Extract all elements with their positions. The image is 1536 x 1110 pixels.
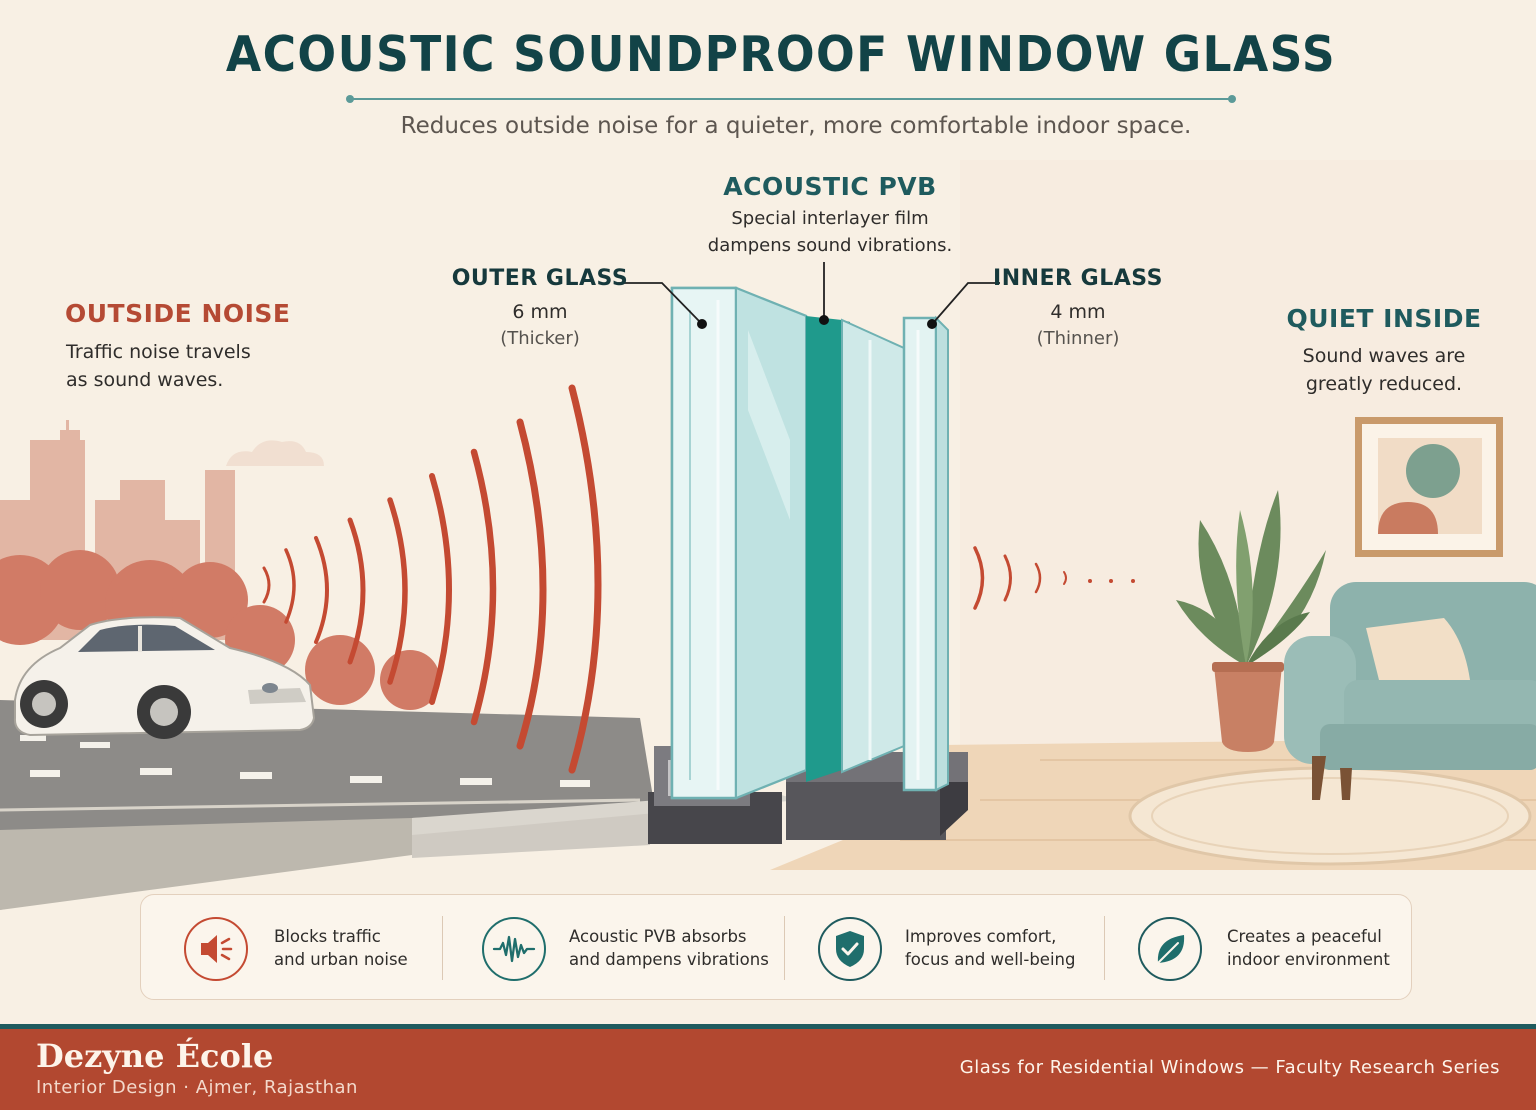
benefit-3-line2: focus and well-being (905, 950, 1076, 969)
outside-noise-title: OUTSIDE NOISE (65, 299, 291, 328)
leaf-icon (1138, 917, 1202, 981)
benefit-text-4: Creates a peaceful indoor environment (1227, 925, 1390, 971)
benefit-4-line1: Creates a peaceful (1227, 927, 1382, 946)
benefit-4-line2: indoor environment (1227, 950, 1390, 969)
benefit-1-line1: Blocks traffic (274, 927, 381, 946)
noise-waves-inside (973, 546, 1067, 610)
benefit-3-line1: Improves comfort, (905, 927, 1057, 946)
inner-glass-pane (902, 315, 949, 792)
fading-dots (1088, 579, 1135, 583)
footer-accent-line (0, 1024, 1536, 1029)
speaker-icon (184, 917, 248, 981)
benefit-1-line2: and urban noise (274, 950, 408, 969)
benefit-text-2: Acoustic PVB absorbs and dampens vibrati… (569, 925, 769, 971)
quiet-inside-line2: greatly reduced. (1305, 373, 1463, 395)
brand-location: Interior Design · Ajmer, Rajasthan (36, 1077, 358, 1098)
sound-wave-icon (482, 917, 546, 981)
benefit-2-line2: and dampens vibrations (569, 950, 769, 969)
page-title: ACOUSTIC SOUNDPROOF WINDOW GLASS (225, 26, 1337, 83)
noise-waves-outside (262, 384, 602, 774)
divider-dot-right (1228, 95, 1236, 103)
outer-glass-title: OUTER GLASS (451, 266, 629, 291)
potted-plant (1176, 490, 1326, 752)
leader-lines (618, 262, 1000, 323)
title-divider (350, 98, 1232, 100)
inner-glass-title: INNER GLASS (993, 266, 1163, 291)
benefit-divider (442, 916, 443, 980)
outer-glass-thickness: 6 mm (512, 301, 568, 323)
series-title: Glass for Residential Windows — Faculty … (959, 1057, 1500, 1078)
benefit-divider (1104, 916, 1105, 980)
benefit-text-3: Improves comfort, focus and well-being (905, 925, 1075, 971)
sofa (1284, 582, 1536, 800)
benefit-text-1: Blocks traffic and urban noise (274, 925, 408, 971)
outside-noise-line1: Traffic noise travels (66, 341, 251, 363)
benefit-divider (784, 916, 785, 980)
acoustic-pvb-line2: dampens sound vibrations. (707, 235, 953, 256)
quiet-inside-title: QUIET INSIDE (1286, 304, 1482, 333)
outer-glass-note: (Thicker) (500, 328, 580, 349)
inner-glass-thickness: 4 mm (1050, 301, 1106, 323)
acoustic-pvb-line1: Special interlayer film (731, 208, 929, 229)
brand-name: Dezyne École (36, 1037, 274, 1075)
quiet-inside-description: Sound waves are greatly reduced. (1264, 342, 1504, 398)
inner-glass-note: (Thinner) (1036, 328, 1120, 349)
middle-glass-pane (841, 318, 905, 774)
outside-noise-line2: as sound waves. (66, 369, 224, 391)
acoustic-pvb-description: Special interlayer film dampens sound vi… (680, 205, 980, 259)
benefit-2-line1: Acoustic PVB absorbs (569, 927, 747, 946)
footer-bar (0, 1029, 1536, 1110)
car (13, 616, 316, 739)
shield-check-icon (818, 917, 882, 981)
wall-art (1355, 417, 1503, 557)
divider-dot-left (346, 95, 354, 103)
acoustic-pvb-title: ACOUSTIC PVB (723, 172, 937, 201)
outside-noise-description: Traffic noise travels as sound waves. (66, 338, 251, 394)
quiet-inside-line1: Sound waves are (1302, 345, 1466, 367)
page-subtitle: Reduces outside noise for a quieter, mor… (400, 113, 1192, 139)
outer-glass-pane (670, 286, 808, 800)
rug (1128, 766, 1532, 866)
cloud (226, 440, 324, 466)
